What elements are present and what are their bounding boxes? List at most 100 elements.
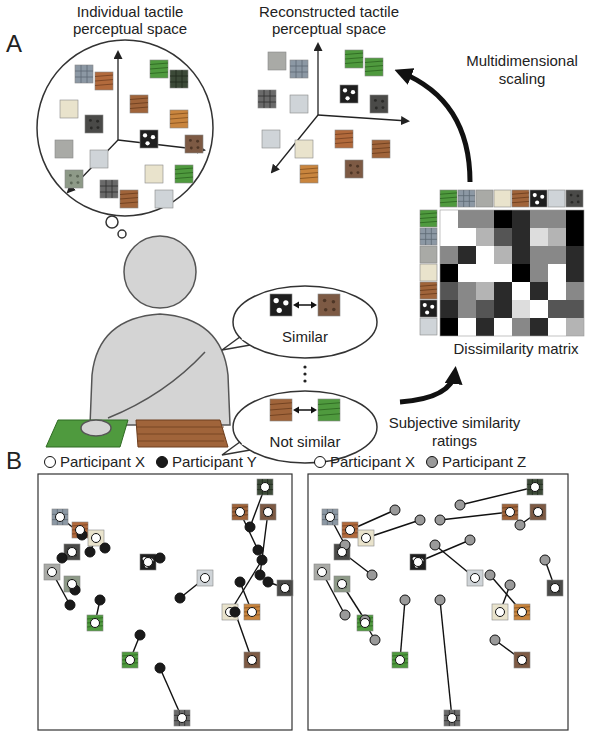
texture-line — [335, 138, 353, 139]
texture-line — [420, 239, 437, 240]
texture-base — [318, 399, 340, 421]
texture-dot — [283, 300, 288, 305]
matrix-cell — [476, 282, 494, 300]
texture-dot — [69, 174, 72, 177]
partner-point — [390, 505, 400, 515]
matrix-cell — [476, 318, 494, 336]
texture-patch — [88, 530, 104, 546]
texture-dot — [425, 311, 429, 315]
reference-point — [396, 656, 405, 665]
reference-point — [236, 508, 245, 517]
texture-line — [458, 195, 475, 196]
texture-patch — [295, 140, 313, 158]
texture-base — [420, 300, 437, 317]
partner-point — [257, 555, 267, 565]
matrix-cell — [458, 228, 476, 246]
texture-base — [514, 652, 530, 668]
texture-line — [106, 180, 107, 198]
pair-line — [440, 512, 510, 520]
legend-text: Participant Y — [172, 453, 257, 471]
legend-swatch — [43, 455, 57, 469]
texture-patch — [87, 615, 103, 631]
matrix-cell — [494, 282, 512, 300]
texture-line — [120, 193, 138, 194]
texture-dot — [535, 201, 539, 205]
texture-base — [258, 90, 276, 108]
texture-line — [270, 408, 292, 410]
matrix-cell — [458, 246, 476, 264]
texture-patch — [90, 150, 108, 168]
partner-point — [340, 610, 350, 620]
axis-line — [318, 115, 408, 121]
bubble-text: Not similar — [230, 433, 380, 451]
swatch-circle — [45, 457, 56, 468]
texture-base — [476, 190, 493, 207]
texture-base — [342, 522, 358, 538]
texture-patch — [318, 399, 340, 421]
texture-line — [75, 71, 93, 72]
matrix-border — [440, 210, 584, 336]
reference-point — [264, 508, 273, 517]
texture-base — [270, 294, 292, 316]
ellipsis-dot — [303, 365, 306, 368]
panel-letter: B — [6, 447, 36, 475]
matrix-cell — [530, 228, 548, 246]
texture-line — [420, 285, 437, 286]
texture-patch — [467, 570, 483, 586]
texture-base — [244, 652, 260, 668]
texture-patch — [170, 70, 188, 88]
texture-base — [75, 65, 93, 83]
legend-swatch — [155, 455, 169, 469]
texture-base — [357, 615, 373, 631]
matrix-cell — [494, 264, 512, 282]
texture-patch — [420, 300, 437, 317]
texture-base — [494, 190, 511, 207]
matrix-cell — [530, 246, 548, 264]
texture-line — [150, 72, 168, 73]
texture-patch — [444, 710, 460, 726]
swatch-circle — [315, 457, 326, 468]
legend-text: Participant Z — [442, 453, 526, 471]
texture-base — [410, 554, 426, 570]
pair-line — [342, 552, 372, 575]
texture-base — [290, 60, 308, 78]
plot-frame — [38, 474, 292, 730]
texture-base — [290, 95, 308, 113]
texture-patch — [290, 95, 308, 113]
texture-base — [345, 50, 363, 68]
texture-base — [87, 615, 103, 631]
texture-patch — [150, 60, 168, 78]
bubble-outline — [230, 282, 380, 362]
reference-point — [496, 608, 505, 617]
texture-base — [420, 246, 437, 263]
matrix-cell — [566, 210, 584, 228]
texture-line — [420, 213, 437, 214]
texture-base — [140, 130, 158, 148]
texture-base — [130, 95, 148, 113]
reference-point — [248, 656, 257, 665]
texture-patch — [358, 530, 374, 546]
texture-patch — [262, 130, 280, 148]
panel-letter: A — [6, 30, 36, 58]
matrix-cell — [494, 318, 512, 336]
matrix-cell — [530, 264, 548, 282]
texture-dot — [382, 106, 385, 109]
partner-point — [505, 580, 515, 590]
texture-dot — [190, 147, 193, 150]
reference-point — [56, 513, 65, 522]
texture-base — [260, 504, 276, 520]
texture-patch — [547, 580, 563, 596]
texture-patch — [95, 72, 113, 90]
reference-point — [361, 619, 370, 628]
texture-line — [120, 202, 138, 203]
pair-line — [400, 600, 405, 660]
texture-patch — [155, 190, 173, 208]
texture-dot — [343, 88, 347, 92]
reference-point — [326, 513, 335, 522]
partner-point — [85, 547, 95, 557]
pair-line — [260, 512, 268, 575]
texture-patch — [55, 140, 73, 158]
texture-patch — [527, 479, 543, 495]
reference-point — [518, 656, 527, 665]
texture-dot — [77, 181, 80, 184]
